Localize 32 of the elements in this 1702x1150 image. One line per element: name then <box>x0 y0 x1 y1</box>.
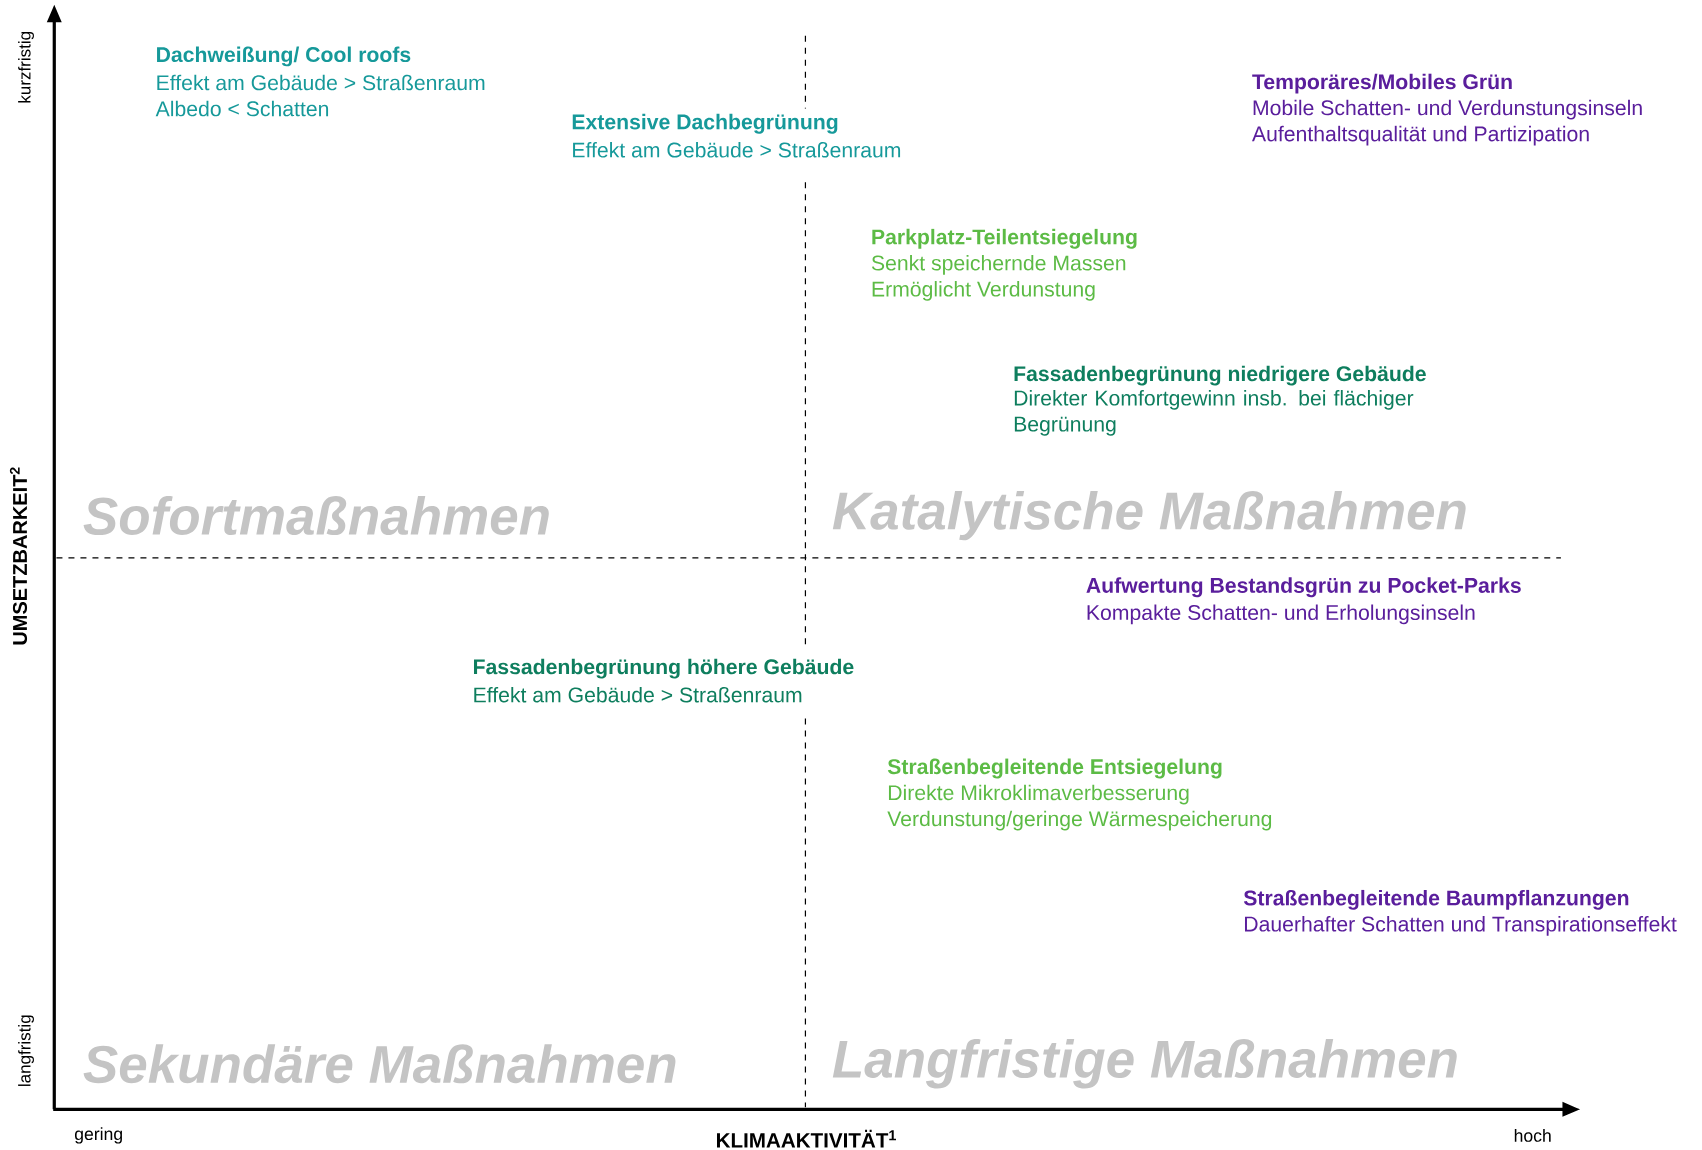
measure-description: Effekt am Gebäude > Straßenraum <box>157 74 485 91</box>
measure-description: Albedo < Schatten <box>155 101 329 117</box>
quadrant-label: Sofortmaßnahmen <box>83 496 549 536</box>
measure-heading: Extensive Dachbegrünung <box>572 114 838 134</box>
measure-heading: Fassadenbegrünung höhere Gebäude <box>474 658 854 679</box>
axis-label: langfristig <box>18 1015 34 1087</box>
measure-heading: Dachweißung/ Cool roofs <box>157 46 411 67</box>
axis-label: kurzfristig <box>18 32 34 103</box>
measure-description: Dauerhafter Schatten und Transpirationseffekt <box>1245 916 1677 937</box>
measure-description: Effekt am Gebäude > Straßenraum <box>474 687 802 703</box>
measure-heading: Straßenbegleitende Entsiegelung <box>887 758 1222 779</box>
quadrant-label: Langfristige Maßnahmen <box>832 1039 1457 1089</box>
measure-description: Senkt speichernde Massen <box>871 255 1126 275</box>
quadrant-label: Katalytische Maßnahmen <box>832 491 1466 541</box>
measure-heading: Parkplatz-Teilentsiegelung <box>872 229 1137 249</box>
axis-label: gering <box>74 1127 122 1144</box>
axis-title: KLIMAAKTIVITÄT$^{1}$ <box>717 1130 896 1148</box>
axis-label: hoch <box>1514 1129 1551 1143</box>
quadrant-label: Sekundäre Maßnahmen <box>83 1044 676 1084</box>
measure-description: Effekt am Gebäude > Straßenraum <box>573 142 901 158</box>
measure-description: Verdunstung/geringe Wärmespeicherung <box>887 811 1272 831</box>
measure-heading: Temporäres/Mobiles Grün <box>1252 73 1512 94</box>
measure-description: Aufenthaltsqualität und Partizipation <box>1252 126 1589 146</box>
measure-description: Ermöglicht Verdunstung <box>872 281 1095 302</box>
axis-title: UMSETZBARKEIT$^{2}$ <box>9 467 28 645</box>
measure-description: Direkte Mikroklimaverbesserung <box>888 784 1189 805</box>
measure-description: Kompakte Schatten- und Erholungsinseln <box>1087 604 1475 625</box>
measure-description: Direkter Komfortgewinn insb. bei flächiger Begrünung <box>1014 390 1414 436</box>
measure-heading: Fassadenbegrünung niedrigere Gebäude <box>1014 365 1426 386</box>
measure-heading: Straßenbegleitende Baumpflanzungen <box>1243 890 1629 911</box>
measure-heading: Aufwertung Bestandsgrün zu Pocket-Parks <box>1086 577 1521 598</box>
measure-description: Mobile Schatten- und Verdunstungsinseln <box>1253 100 1642 120</box>
